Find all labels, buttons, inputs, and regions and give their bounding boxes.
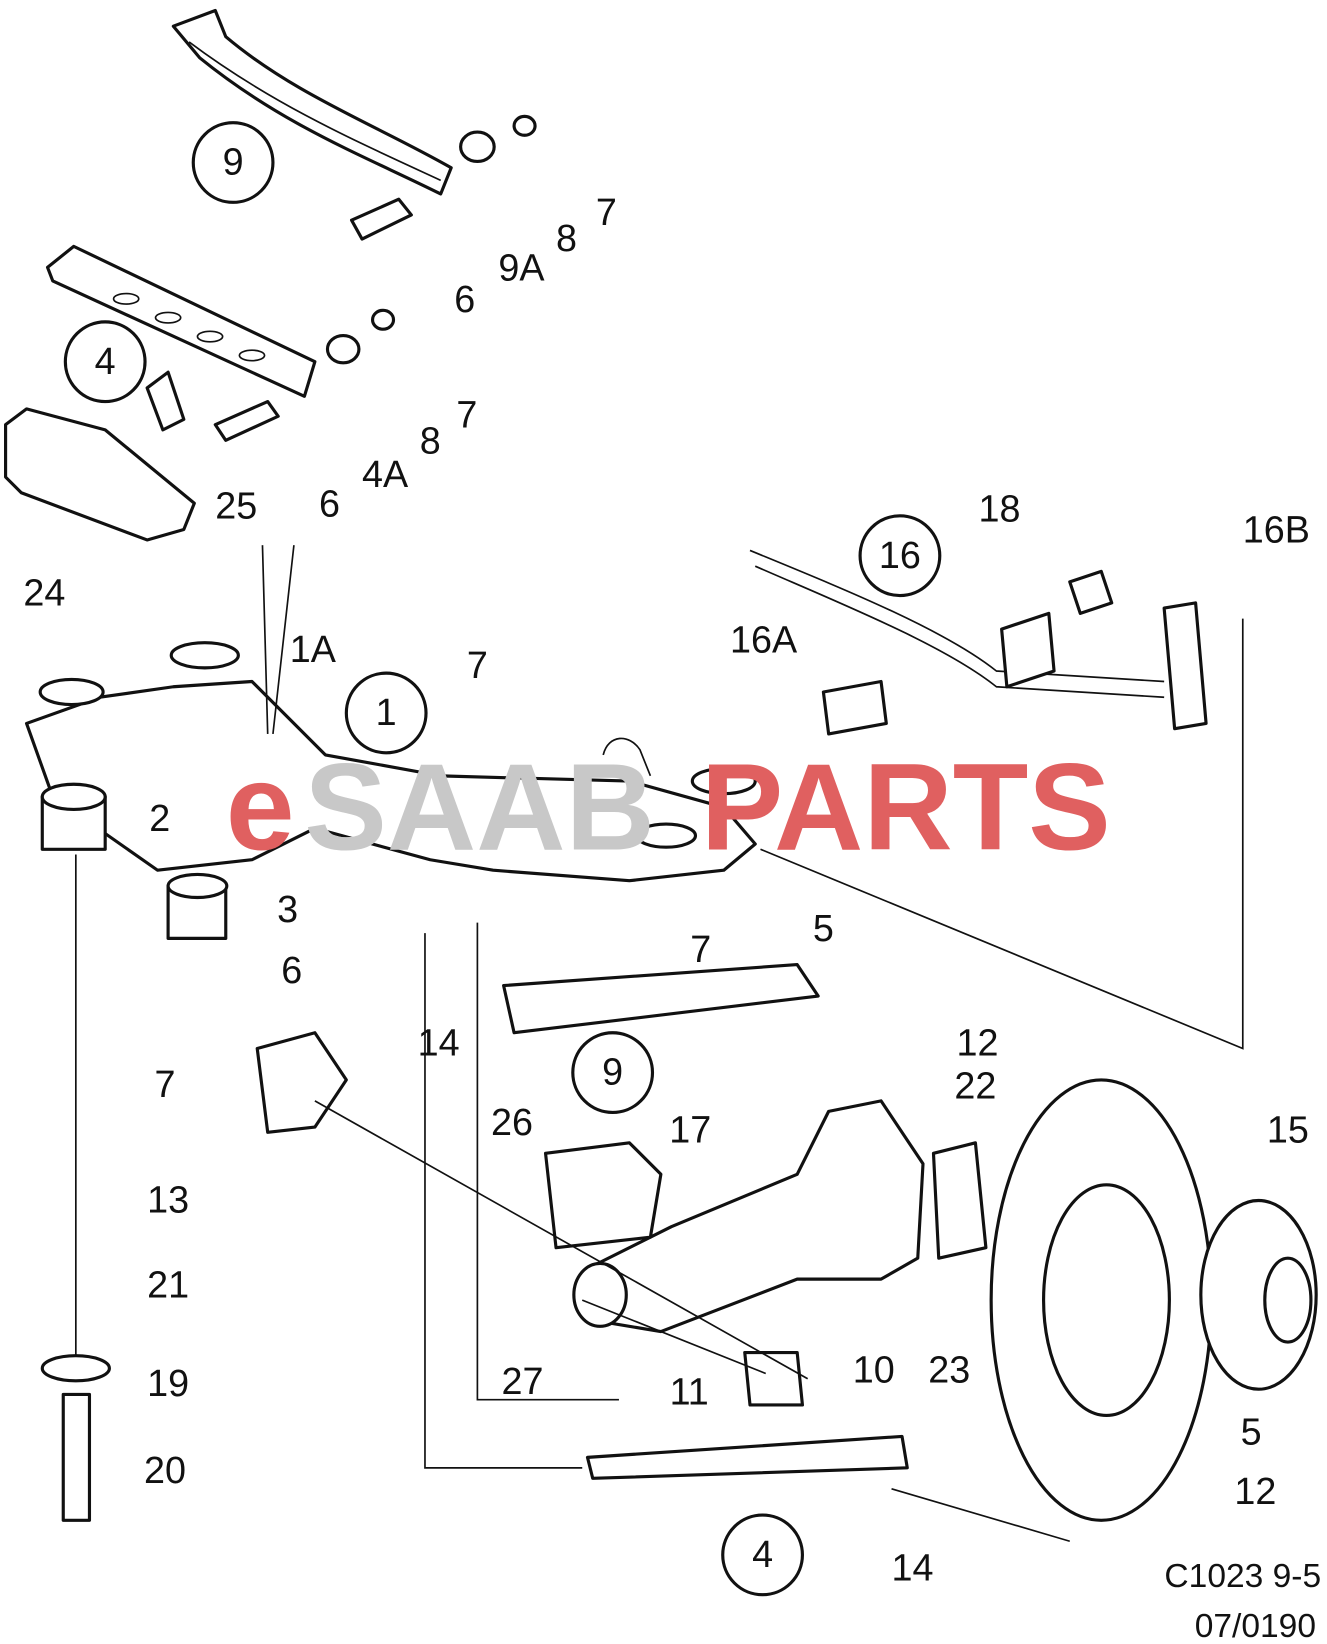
stabilizer-bar-16 xyxy=(749,549,1208,736)
callout: 15 xyxy=(1267,1108,1309,1150)
svg-text:PARTS: PARTS xyxy=(701,738,1111,876)
subframe-1 xyxy=(24,545,757,883)
circled-label-9-top: 9 xyxy=(223,141,244,183)
esaabparts-watermark: e SAAB PARTS xyxy=(226,738,1111,876)
bracket-24-25 xyxy=(4,370,196,542)
callout: 14 xyxy=(418,1021,460,1063)
callout: 1A xyxy=(290,628,337,670)
callout: 21 xyxy=(147,1263,189,1305)
upper-link-9 xyxy=(171,8,537,241)
circled-label-4-top: 4 xyxy=(95,340,116,382)
svg-text:SAAB: SAAB xyxy=(304,738,655,876)
circled-label-4-bottom: 4 xyxy=(752,1533,773,1575)
callout: 24 xyxy=(23,571,65,613)
callout: 14 xyxy=(892,1547,934,1589)
trailing-arm-10 xyxy=(255,922,925,1480)
diagram-revision: 07/0190 xyxy=(1195,1608,1316,1644)
callout: 2 xyxy=(149,797,170,839)
diagram-code: C1023 9-5 xyxy=(1164,1558,1321,1595)
callout: 23 xyxy=(928,1348,970,1390)
callout: 4A xyxy=(362,453,409,495)
callout: 16B xyxy=(1243,509,1310,551)
callout: 3 xyxy=(277,888,298,930)
callout: 11 xyxy=(670,1370,709,1412)
callout: 6 xyxy=(454,278,475,320)
callout: 7 xyxy=(690,928,711,970)
circled-label-16: 16 xyxy=(879,534,921,576)
circled-callouts: 9 4 1 16 9 4 xyxy=(63,121,942,1597)
callout: 12 xyxy=(957,1021,999,1063)
callout: 19 xyxy=(147,1362,189,1404)
bushings xyxy=(40,782,229,1522)
callout: 16A xyxy=(730,619,798,661)
callout: 7 xyxy=(154,1063,175,1105)
callout: 5 xyxy=(1241,1410,1262,1452)
callout: 20 xyxy=(144,1449,186,1491)
callout: 25 xyxy=(215,484,257,526)
circled-label-9-bottom: 9 xyxy=(602,1051,623,1093)
callout: 7 xyxy=(596,191,617,233)
callout: 18 xyxy=(979,488,1021,530)
part-callouts: 7 8 9A 6 7 8 4A 6 25 24 1A 7 18 16B 16A … xyxy=(23,191,1310,1589)
circled-label-1: 1 xyxy=(376,691,397,733)
callout: 7 xyxy=(456,393,477,435)
lower-link-4 xyxy=(45,244,396,442)
callout: 9A xyxy=(498,246,545,288)
callout: 10 xyxy=(853,1348,895,1390)
callout: 8 xyxy=(556,217,577,259)
callout: 27 xyxy=(501,1360,543,1402)
callout: 7 xyxy=(467,644,488,686)
callout: 6 xyxy=(319,482,340,524)
callout: 12 xyxy=(1234,1470,1276,1512)
svg-text:e: e xyxy=(226,738,295,876)
callout: 17 xyxy=(669,1108,711,1150)
callout: 6 xyxy=(281,949,302,991)
callout: 5 xyxy=(813,907,834,949)
callout: 26 xyxy=(491,1101,533,1143)
callout: 22 xyxy=(954,1064,996,1106)
brake-disc-hub-15 xyxy=(760,618,1318,1543)
callout: 13 xyxy=(147,1179,189,1221)
callout: 8 xyxy=(420,419,441,461)
